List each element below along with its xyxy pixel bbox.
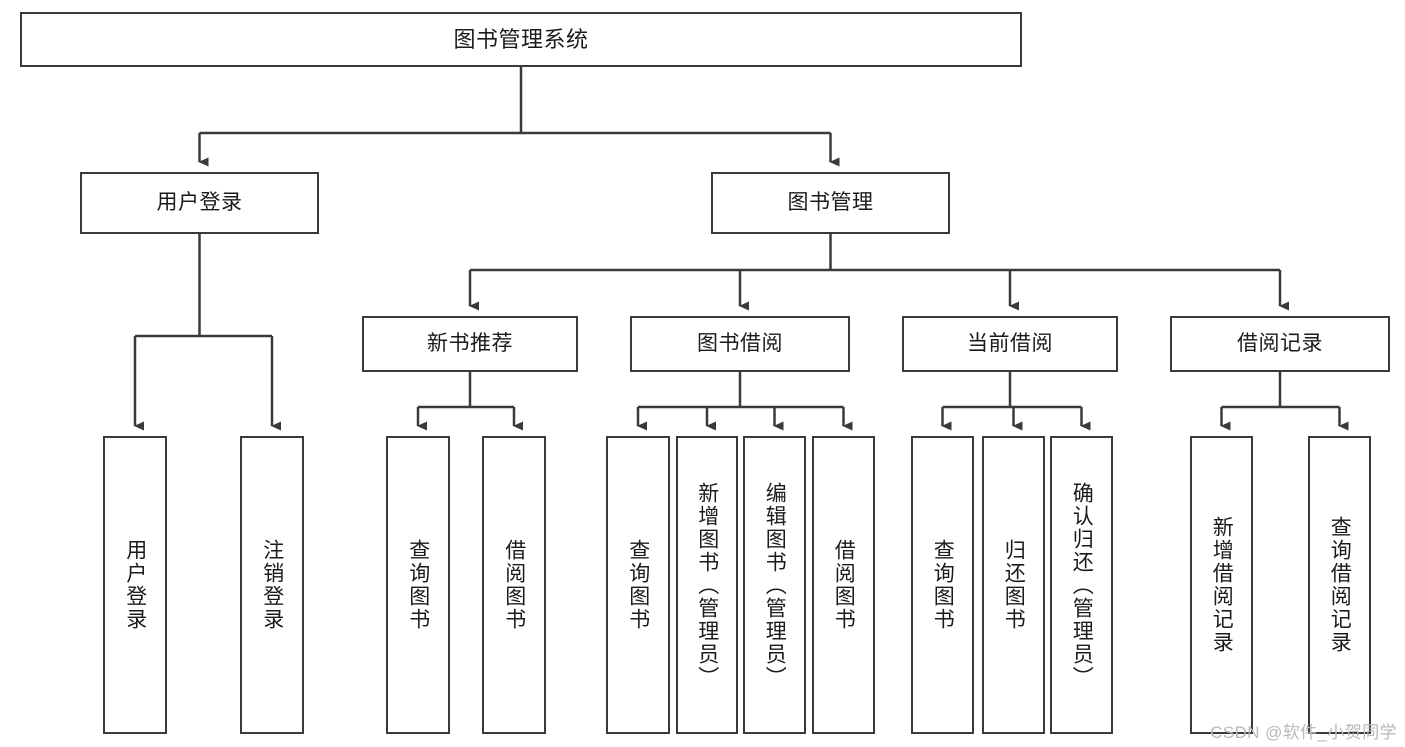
node-leaf-borrow-book-1[interactable]: 借阅图书 <box>482 436 546 734</box>
node-leaf-query-book-1[interactable]: 查询图书 <box>386 436 450 734</box>
edge-group <box>133 67 1349 431</box>
node-book-borrow[interactable]: 图书借阅 <box>630 316 850 372</box>
node-label: 查询图书 <box>406 539 430 631</box>
node-label: 查询图书 <box>931 539 955 631</box>
node-label: 用户登录 <box>156 190 243 214</box>
node-label: 查询图书 <box>626 539 650 631</box>
watermark-text: CSDN @软件_小贺同学 <box>1210 723 1397 742</box>
node-book-manage[interactable]: 图书管理 <box>711 172 950 234</box>
node-label: 归还图书 <box>1002 539 1026 631</box>
node-label: 当前借阅 <box>967 331 1053 355</box>
node-label: 图书管理系统 <box>453 26 589 52</box>
node-current-borrow[interactable]: 当前借阅 <box>902 316 1118 372</box>
node-label: 新增借阅记录 <box>1210 516 1234 654</box>
node-leaf-return-book[interactable]: 归还图书 <box>982 436 1045 734</box>
node-label: 借阅记录 <box>1237 331 1323 355</box>
node-label: 注销登录 <box>260 539 284 631</box>
node-label: 图书管理 <box>787 190 874 214</box>
node-leaf-add-borrow-record[interactable]: 新增借阅记录 <box>1190 436 1253 734</box>
node-label: 新书推荐 <box>427 331 513 355</box>
node-label: 新增图书（管理员） <box>695 481 719 689</box>
node-label: 图书借阅 <box>697 331 783 355</box>
node-root[interactable]: 图书管理系统 <box>20 12 1022 67</box>
node-label: 借阅图书 <box>832 539 856 631</box>
node-leaf-user-login[interactable]: 用户登录 <box>103 436 167 734</box>
node-label: 查询借阅记录 <box>1328 516 1352 654</box>
node-label: 确认归还（管理员） <box>1070 481 1094 689</box>
node-label: 用户登录 <box>123 539 147 631</box>
node-label: 借阅图书 <box>502 539 526 631</box>
node-label: 编辑图书（管理员） <box>763 481 787 689</box>
node-leaf-edit-book[interactable]: 编辑图书（管理员） <box>743 436 806 734</box>
node-new-book-recommend[interactable]: 新书推荐 <box>362 316 578 372</box>
node-leaf-add-book[interactable]: 新增图书（管理员） <box>676 436 738 734</box>
node-leaf-query-book-3[interactable]: 查询图书 <box>911 436 974 734</box>
node-leaf-query-book-2[interactable]: 查询图书 <box>606 436 670 734</box>
node-leaf-query-borrow-record[interactable]: 查询借阅记录 <box>1308 436 1371 734</box>
node-leaf-user-logout[interactable]: 注销登录 <box>240 436 304 734</box>
node-user-login[interactable]: 用户登录 <box>80 172 319 234</box>
node-borrow-record[interactable]: 借阅记录 <box>1170 316 1390 372</box>
node-leaf-borrow-book-2[interactable]: 借阅图书 <box>812 436 875 734</box>
node-leaf-confirm-return[interactable]: 确认归还（管理员） <box>1050 436 1113 734</box>
